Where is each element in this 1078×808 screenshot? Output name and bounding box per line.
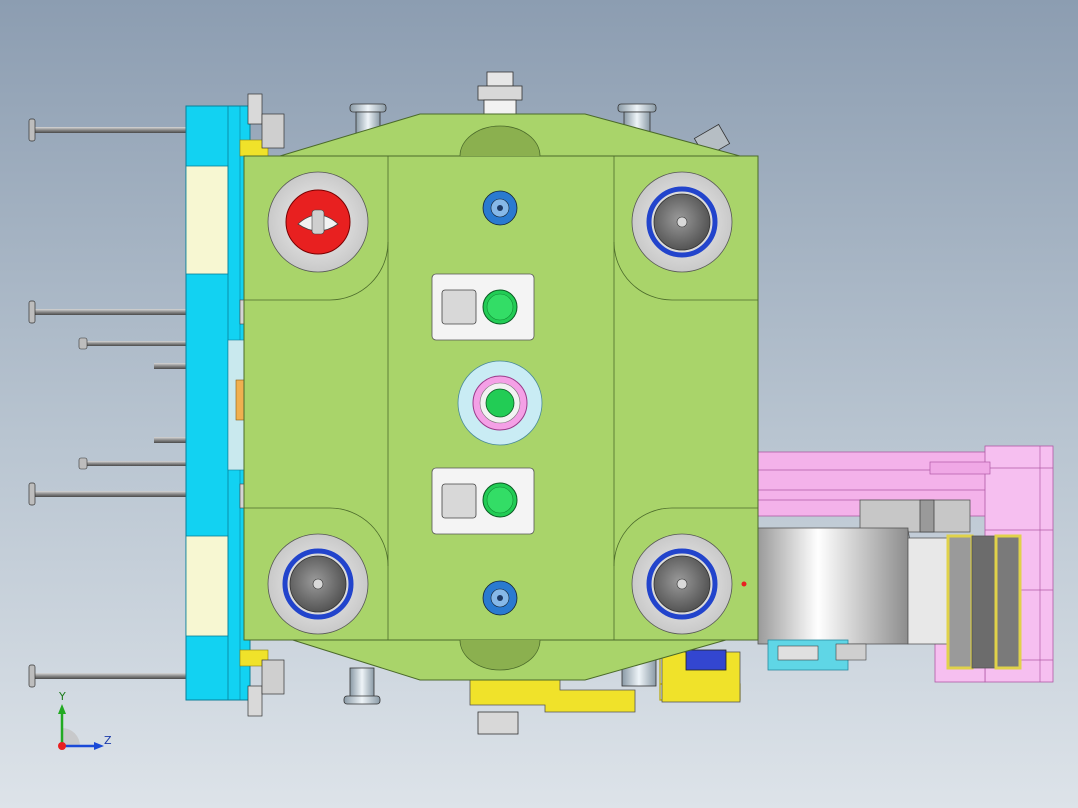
rod-6 bbox=[78, 457, 192, 470]
button-panel-lower[interactable] bbox=[431, 467, 535, 535]
rod-1 bbox=[28, 118, 192, 142]
corner-clamps[interactable] bbox=[247, 93, 285, 717]
silver-roller[interactable] bbox=[757, 527, 1022, 671]
rod-5 bbox=[154, 437, 192, 443]
axis-label-y: Y bbox=[58, 690, 66, 703]
center-fitting[interactable] bbox=[457, 360, 543, 446]
port-top-left-red-handle[interactable] bbox=[267, 171, 369, 273]
left-rods[interactable] bbox=[28, 118, 192, 688]
rod-3 bbox=[78, 337, 192, 350]
button-panel-upper[interactable] bbox=[431, 273, 535, 341]
port-bottom-right[interactable] bbox=[631, 533, 747, 635]
fitting-bottom[interactable] bbox=[482, 580, 518, 616]
fitting-top[interactable] bbox=[482, 190, 518, 226]
rod-8 bbox=[28, 664, 192, 688]
xyz-triad-icon: Y Z bbox=[58, 690, 112, 750]
axis-label-z: Z bbox=[104, 734, 112, 747]
rod-2 bbox=[28, 300, 192, 324]
port-top-right[interactable] bbox=[631, 171, 733, 273]
port-bottom-left[interactable] bbox=[267, 533, 369, 635]
rod-7 bbox=[28, 482, 192, 506]
rod-4 bbox=[154, 363, 192, 369]
